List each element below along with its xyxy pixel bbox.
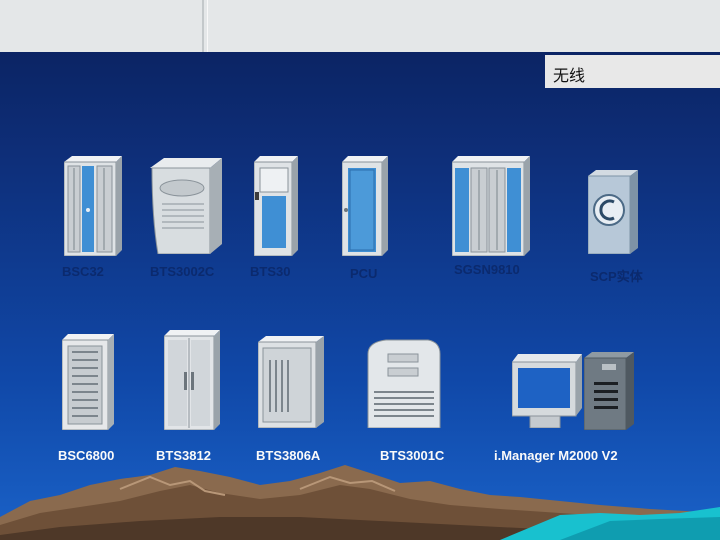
pcu-cabinet-icon — [342, 156, 388, 256]
bts3002c-outdoor-icon — [150, 158, 222, 254]
device-label-bts3002c: BTS3002C — [150, 264, 215, 279]
mountain-range-graphic — [0, 465, 720, 540]
device-label-pcu: PCU — [350, 266, 378, 281]
device-label-imanager-m2000: i.Manager M2000 V2 — [494, 448, 618, 463]
sgsn9810-cabinet-icon — [452, 156, 530, 256]
divider — [202, 0, 204, 52]
top-bar — [0, 0, 720, 52]
bsc32-cabinet-icon — [64, 156, 122, 256]
device-label-bts3806a: BTS3806A — [256, 448, 321, 463]
title-box: 无线 — [545, 55, 720, 88]
bsc6800-cabinet-icon — [62, 334, 114, 430]
server-tower-icon — [584, 352, 634, 430]
device-label-bsc6800: BSC6800 — [58, 448, 115, 463]
device-label-sgsn9810: SGSN9810 — [454, 262, 520, 277]
slide-title: 无线 — [553, 66, 586, 85]
device-label-bts30: BTS30 — [250, 264, 291, 279]
device-label-scp: SCP实体 — [590, 269, 643, 284]
bts30-cabinet-icon — [254, 156, 298, 256]
device-label-bts3001c: BTS3001C — [380, 448, 445, 463]
bts3812-cabinet-icon — [164, 330, 220, 430]
bts3806a-outdoor-icon — [258, 336, 324, 428]
divider-highlight — [207, 0, 208, 52]
device-label-bts3812: BTS3812 — [156, 448, 211, 463]
device-label-bsc32: BSC32 — [62, 264, 104, 279]
scp-entity-icon — [588, 170, 638, 254]
bts3001c-outdoor-icon — [367, 339, 441, 428]
monitor-icon — [512, 354, 582, 428]
